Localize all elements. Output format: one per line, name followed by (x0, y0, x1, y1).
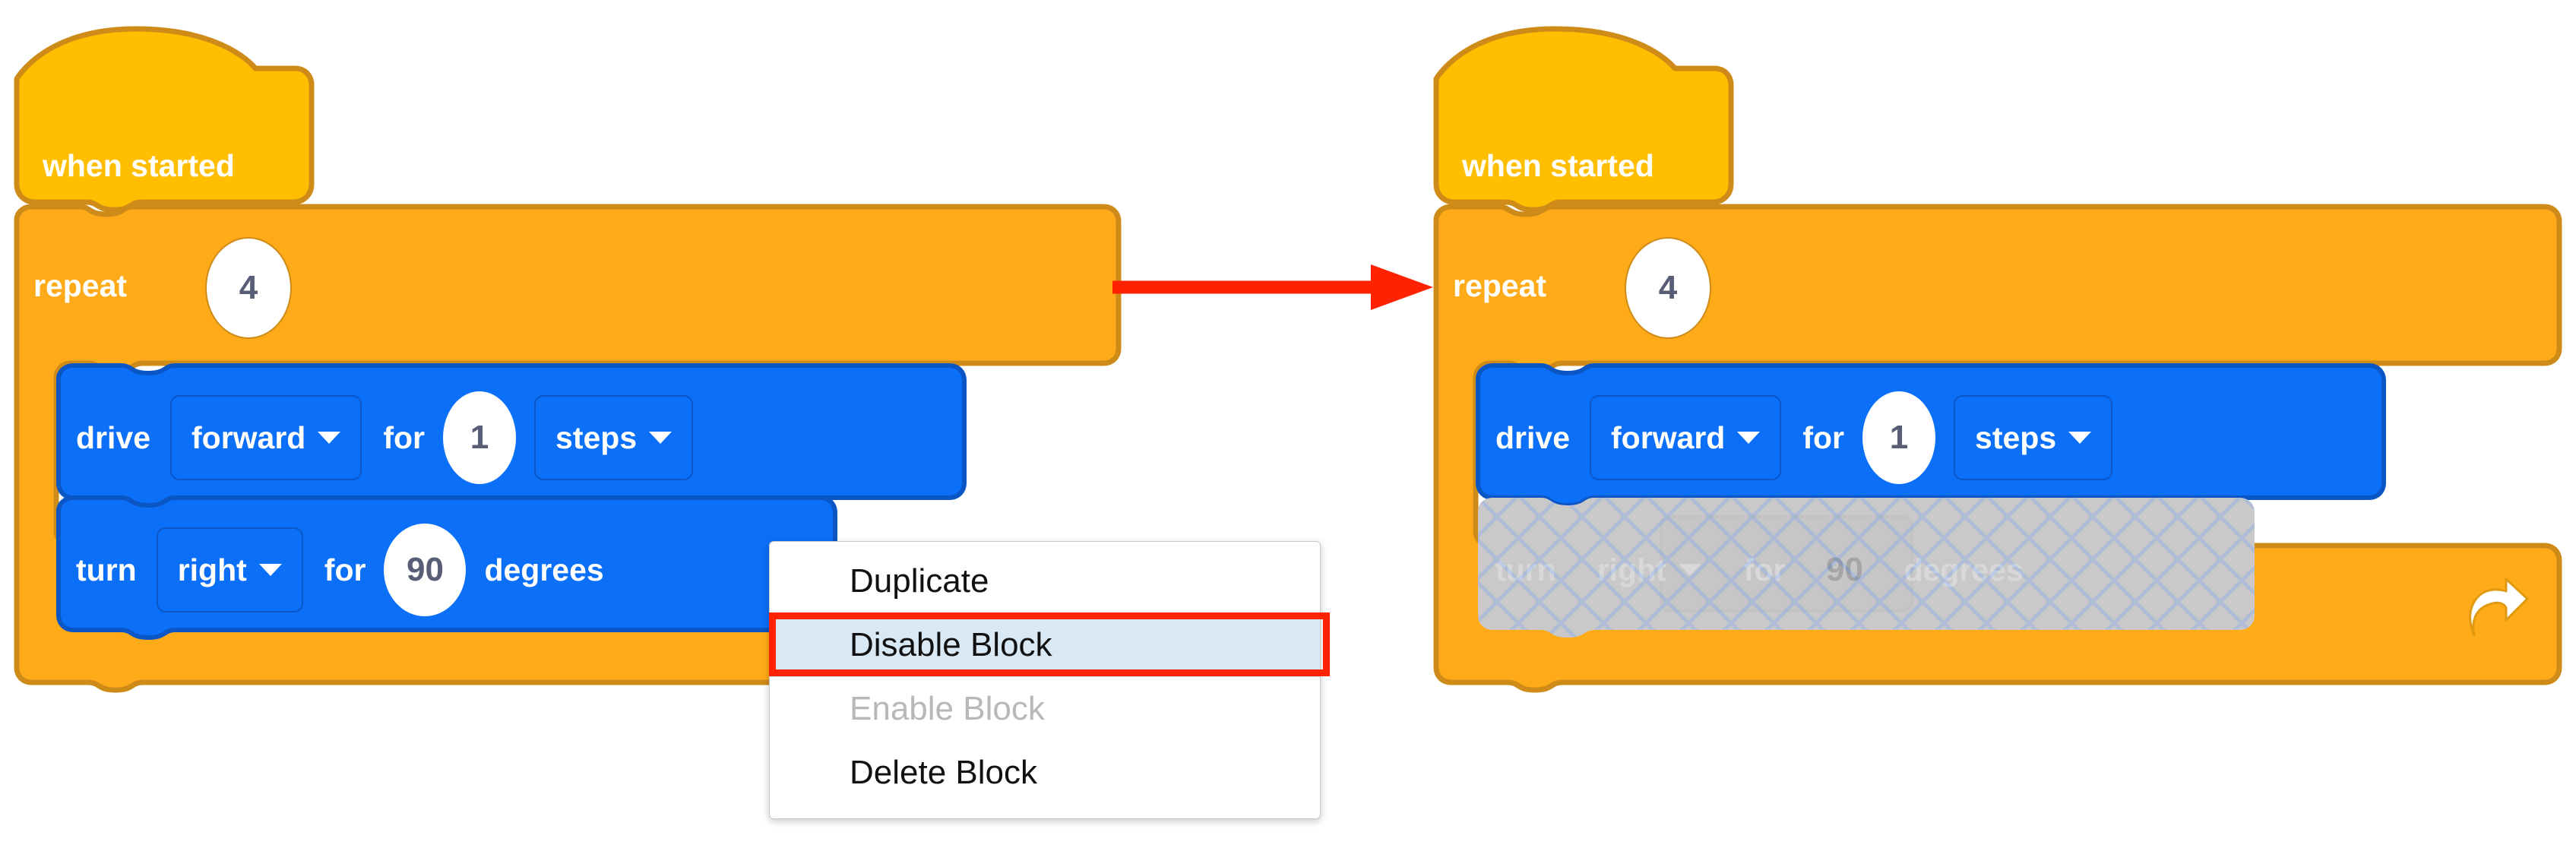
turn-preposition-label: for (324, 552, 366, 587)
right-arrow-icon (1112, 264, 1433, 310)
drive-direction-dropdown[interactable]: forward (170, 395, 362, 480)
turn-amount-value: 90 (1825, 551, 1863, 588)
drive-direction-value: forward (191, 419, 306, 455)
turn-amount-value: 90 (406, 551, 444, 588)
repeat-count-field[interactable]: 4 (1625, 237, 1711, 339)
drive-block-row: drive forward for 1 steps (1495, 377, 2113, 498)
context-menu-item-duplicate[interactable]: Duplicate (770, 549, 1320, 613)
drive-amount-value: 1 (470, 419, 489, 456)
hat-block-shape (1433, 26, 1734, 213)
left-drive-block[interactable]: drive forward for 1 steps (56, 363, 967, 515)
chevron-down-icon (258, 564, 282, 576)
drive-amount-field[interactable]: 1 (443, 391, 517, 484)
turn-verb-label: turn (76, 552, 137, 587)
hat-block-label: when started (1462, 148, 1654, 183)
turn-block-row: turn right for 90 degrees (76, 509, 604, 631)
context-menu-item-enable-block: Enable Block (770, 677, 1320, 741)
context-menu-item-label: Enable Block (850, 690, 1045, 727)
left-turn-block[interactable]: turn right for 90 degrees (56, 495, 837, 647)
chevron-down-icon (318, 432, 341, 444)
repeat-block-label: repeat (33, 268, 128, 303)
drive-direction-dropdown[interactable]: forward (1590, 395, 1782, 480)
repeat-count-value: 4 (1658, 269, 1678, 306)
transition-arrow-annotation (1111, 257, 1436, 318)
turn-amount-field[interactable]: 90 (384, 524, 467, 616)
right-turn-block-disabled[interactable]: turn right for 90 degrees (1476, 495, 2257, 647)
drive-unit-value: steps (555, 419, 638, 455)
loop-arrow-glyph (2469, 578, 2529, 637)
left-when-started-hat-block[interactable]: when started (14, 21, 318, 213)
turn-direction-value: right (1597, 552, 1666, 587)
drive-unit-dropdown[interactable]: steps (1954, 395, 2113, 480)
right-drive-block[interactable]: drive forward for 1 steps (1476, 363, 2386, 515)
turn-unit-label: degrees (484, 552, 604, 587)
chevron-down-icon (1678, 564, 1701, 576)
drive-preposition-label: for (1802, 419, 1845, 455)
loop-arrow-icon (2467, 576, 2532, 643)
block-context-menu[interactable]: Duplicate Disable Block Enable Block Del… (769, 541, 1321, 819)
chevron-down-icon (2068, 432, 2092, 444)
chevron-down-icon (649, 432, 672, 444)
drive-preposition-label: for (383, 419, 426, 455)
turn-direction-value: right (177, 552, 247, 587)
drive-block-row: drive forward for 1 steps (76, 377, 694, 498)
drive-verb-label: drive (76, 419, 150, 455)
drive-unit-value: steps (1975, 419, 2057, 455)
chevron-down-icon (1737, 432, 1761, 444)
context-menu-item-delete-block[interactable]: Delete Block (770, 741, 1320, 805)
drive-unit-dropdown[interactable]: steps (534, 395, 694, 480)
context-menu-item-label: Disable Block (850, 626, 1052, 663)
highlight-annotation-box (769, 612, 1330, 676)
repeat-block-label: repeat (1453, 268, 1547, 303)
drive-verb-label: drive (1495, 419, 1570, 455)
right-when-started-hat-block[interactable]: when started (1433, 21, 1737, 213)
context-menu-item-label: Delete Block (850, 754, 1038, 791)
drive-amount-value: 1 (1889, 419, 1909, 456)
drive-direction-value: forward (1611, 419, 1726, 455)
turn-unit-label: degrees (1904, 552, 2024, 587)
turn-direction-dropdown[interactable]: right (1576, 527, 1723, 612)
turn-block-row: turn right for 90 degrees (1495, 509, 2024, 631)
context-menu-item-label: Duplicate (850, 562, 989, 600)
turn-direction-dropdown[interactable]: right (156, 527, 303, 612)
hat-block-label: when started (43, 148, 235, 183)
turn-amount-field[interactable]: 90 (1803, 524, 1885, 616)
context-menu-item-disable-block[interactable]: Disable Block (770, 613, 1320, 677)
repeat-count-field[interactable]: 4 (205, 237, 292, 339)
turn-verb-label: turn (1495, 552, 1556, 587)
drive-amount-field[interactable]: 1 (1862, 391, 1936, 484)
repeat-count-value: 4 (239, 269, 258, 306)
hat-block-shape (14, 26, 315, 213)
turn-preposition-label: for (1743, 552, 1786, 587)
